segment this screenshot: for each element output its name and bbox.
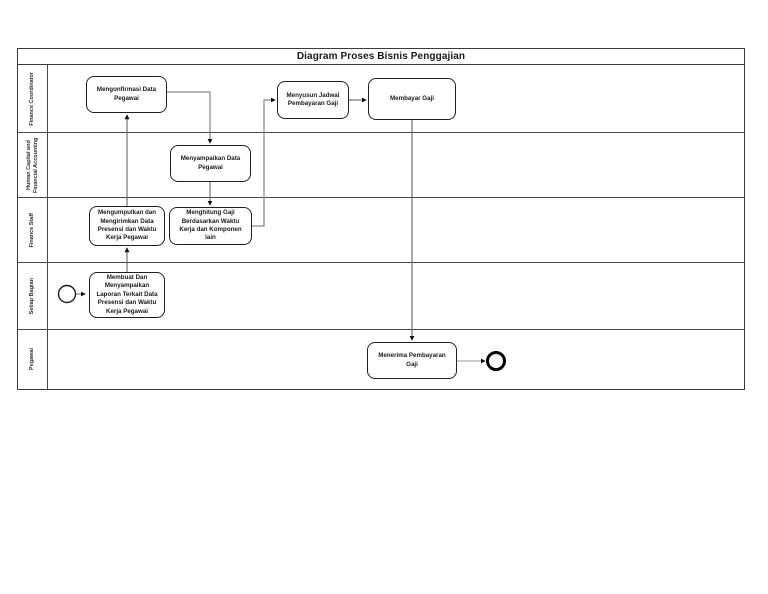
task-label: Menghitung Gaji Berdasarkan Waktu Kerja … <box>179 209 242 242</box>
diagram-frame: Diagram Proses Bisnis Penggajian Finance… <box>17 48 745 390</box>
lane-label-cell: Finance Staff <box>18 198 48 262</box>
task-mengumpulkan-mengirimkan-data-presensi: Mengumpulkan dan Mengirimkan Data Presen… <box>89 206 165 246</box>
task-menerima-pembayaran-gaji: Menerima Pembayaran Gaji <box>367 342 457 379</box>
lane-label-cell: Finance Coordinator <box>18 65 48 132</box>
diagram-title: Diagram Proses Bisnis Penggajian <box>296 51 466 62</box>
task-label: Menyampaikan Data Pegawai <box>180 155 241 171</box>
task-membuat-menyampaikan-laporan: Membuat Dan Menyampaikan Laporan Terkait… <box>89 272 165 318</box>
task-label: Menerima Pembayaran Gaji <box>378 352 446 368</box>
task-menghitung-gaji: Menghitung Gaji Berdasarkan Waktu Kerja … <box>169 207 252 245</box>
lane-label-cell: Human Capital and Financial Accounting <box>18 133 48 197</box>
lanes-pool: Finance Coordinator Human Capital and Fi… <box>18 65 744 389</box>
lane-pegawai: Pegawai <box>18 329 744 389</box>
diagram-title-bar: Diagram Proses Bisnis Penggajian <box>18 49 744 65</box>
task-label: Membuat Dan Menyampaikan Laporan Terkait… <box>96 274 158 315</box>
lane-setiap-bagian: Setiap Bagian <box>18 262 744 329</box>
task-menyusun-jadwal-pembayaran-gaji: Menyusun Jadwal Pembayaran Gaji <box>277 81 349 119</box>
lane-label-cell: Setiap Bagian <box>18 263 48 329</box>
connectors-layer <box>57 91 506 371</box>
lane-human-capital-financial-accounting: Human Capital and Financial Accounting <box>18 132 744 197</box>
start-event-icon <box>57 284 77 304</box>
task-label: Mengumpulkan dan Mengirimkan Data Presen… <box>97 209 157 242</box>
task-membayar-gaji: Membayar Gaji <box>368 78 456 120</box>
lane-finance-staff: Finance Staff <box>18 197 744 262</box>
lane-finance-coordinator: Finance Coordinator <box>18 65 744 132</box>
task-label: Menyusun Jadwal Pembayaran Gaji <box>286 91 340 107</box>
lane-label-cell: Pegawai <box>18 330 48 389</box>
end-event-icon <box>486 351 506 371</box>
shapes-overlay: Mengonfirmasi Data Pegawai Menyusun Jadw… <box>18 49 743 388</box>
task-label: Membayar Gaji <box>389 94 435 102</box>
task-label: Mengonfirmasi Data Pegawai <box>96 86 157 102</box>
task-mengonfirmasi-data-pegawai: Mengonfirmasi Data Pegawai <box>86 76 167 113</box>
task-menyampaikan-data-pegawai: Menyampaikan Data Pegawai <box>170 145 251 182</box>
connector-menghitung-to-menyusun <box>252 97 276 227</box>
connector-mengonfirmasi-to-menyampaikan <box>167 91 213 144</box>
